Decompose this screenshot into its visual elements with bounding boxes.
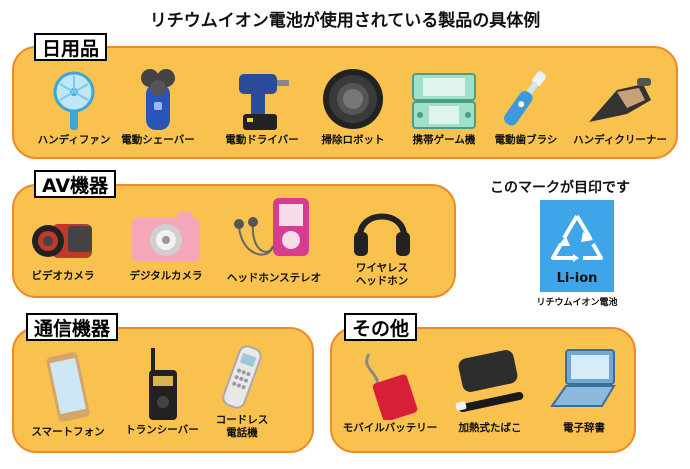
item-video-camera: ビデオカメラ bbox=[24, 212, 102, 283]
item-electronic-dictionary: 電子辞書 bbox=[538, 346, 630, 435]
label-digital-camera: デジタルカメラ bbox=[129, 270, 203, 282]
item-handy-cleaner: ハンディクリーナー bbox=[566, 70, 674, 147]
item-electric-toothbrush: 電動歯ブラシ bbox=[486, 66, 566, 147]
label-electronic-dictionary: 電子辞書 bbox=[563, 422, 605, 434]
tag-comm: 通信機器 bbox=[26, 313, 119, 341]
electronic-dictionary-icon bbox=[550, 349, 616, 407]
item-electric-shaver: 電動シェーバー bbox=[120, 66, 196, 147]
tag-av: AV機器 bbox=[34, 170, 117, 198]
item-headphone-stereo: ヘッドホンステレオ bbox=[222, 196, 326, 285]
label-electric-toothbrush: 電動歯ブラシ bbox=[494, 134, 558, 146]
label-heated-tobacco: 加熱式たばこ bbox=[458, 422, 522, 434]
li-ion-mark: Li-ion bbox=[540, 200, 614, 292]
item-heated-tobacco: 加熱式たばこ bbox=[440, 348, 540, 435]
headphone-stereo-icon bbox=[234, 198, 309, 256]
item-cordless-phone: コードレス 電話機 bbox=[200, 342, 284, 440]
label-electric-shaver: 電動シェーバー bbox=[121, 134, 195, 146]
wireless-headphones-icon bbox=[354, 213, 410, 256]
label-wireless-headphones-text: ワイヤレス ヘッドホン bbox=[355, 262, 409, 287]
label-cordless-phone-text: コードレス 電話機 bbox=[215, 414, 269, 439]
item-electric-driver: 電動ドライバー bbox=[222, 66, 302, 147]
electric-driver-icon bbox=[239, 74, 289, 130]
label-electric-driver: 電動ドライバー bbox=[225, 134, 299, 146]
label-handy-fan: ハンディファン bbox=[37, 134, 111, 146]
item-digital-camera: デジタルカメラ bbox=[118, 208, 214, 283]
transceiver-icon bbox=[149, 348, 177, 420]
heated-tobacco-icon bbox=[455, 350, 524, 413]
label-handy-cleaner: ハンディクリーナー bbox=[573, 134, 667, 146]
tag-daily: 日用品 bbox=[34, 33, 108, 61]
page-title: リチウムイオン電池が使用されている製品の具体例 bbox=[149, 11, 541, 31]
label-handheld-game: 携帯ゲーム機 bbox=[412, 134, 476, 146]
mark-caption: リチウムイオン電池 bbox=[536, 298, 618, 308]
handheld-game-icon bbox=[412, 73, 476, 129]
digital-camera-icon bbox=[132, 212, 200, 262]
electric-toothbrush-icon bbox=[504, 71, 546, 126]
cleaning-robot-icon bbox=[323, 69, 383, 129]
video-camera-icon bbox=[32, 224, 92, 258]
mobile-battery-icon bbox=[365, 353, 418, 420]
item-wireless-headphones: ワイヤレス ヘッドホン bbox=[330, 200, 434, 288]
recycle-icon bbox=[551, 214, 603, 262]
mark-heading: このマークが目印です bbox=[490, 180, 630, 196]
label-headphone-stereo: ヘッドホンステレオ bbox=[226, 272, 322, 284]
item-handy-fan: ハンディファン bbox=[28, 70, 120, 147]
electric-shaver-icon bbox=[141, 69, 175, 130]
tag-other: その他 bbox=[344, 313, 418, 341]
item-handheld-game: 携帯ゲーム機 bbox=[402, 70, 486, 147]
label-smartphone: スマートフォン bbox=[31, 426, 105, 438]
li-ion-text: Li-ion bbox=[556, 271, 598, 286]
label-video-camera: ビデオカメラ bbox=[31, 270, 95, 282]
label-transceiver: トランシーバー bbox=[125, 424, 199, 436]
handy-fan-icon bbox=[53, 71, 95, 130]
item-cleaning-robot: 掃除ロボット bbox=[312, 66, 394, 147]
handy-cleaner-icon bbox=[589, 78, 651, 122]
label-wireless-headphones: ワイヤレス ヘッドホン bbox=[342, 262, 422, 288]
label-cleaning-robot: 掃除ロボット bbox=[321, 134, 385, 146]
label-cordless-phone: コードレス 電話機 bbox=[202, 414, 282, 440]
item-transceiver: トランシーバー bbox=[118, 346, 206, 437]
item-smartphone: スマートフォン bbox=[22, 350, 114, 439]
item-mobile-battery: モバイルバッテリー bbox=[336, 350, 444, 435]
cordless-phone-icon bbox=[222, 345, 262, 409]
smartphone-icon bbox=[46, 352, 90, 422]
label-mobile-battery: モバイルバッテリー bbox=[342, 422, 438, 434]
